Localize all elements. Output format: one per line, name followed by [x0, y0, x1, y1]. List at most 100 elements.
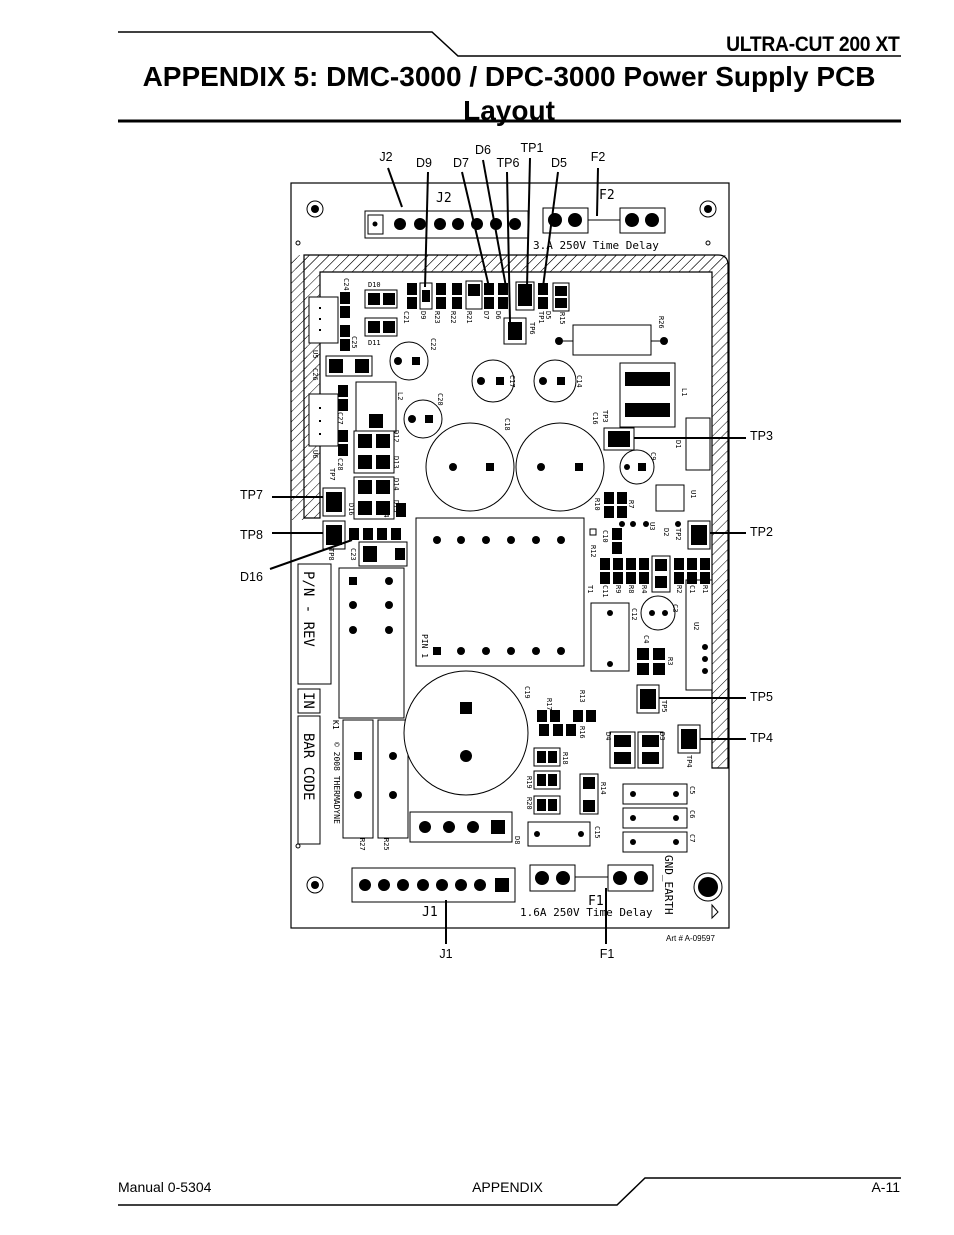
bottom-smd [533, 710, 664, 815]
silk-r21: R21 [465, 311, 473, 324]
k1-relay [338, 567, 405, 719]
label-d7: D7 [453, 156, 469, 170]
footer-manual: Manual 0-5304 [118, 1179, 212, 1195]
silk-r13: R13 [578, 690, 586, 703]
silk-tp2: TP2 [674, 528, 682, 541]
silk-r23: R23 [433, 311, 441, 324]
label-frames [297, 563, 332, 845]
silk-d11: D11 [368, 339, 381, 347]
silk-r25: R25 [382, 838, 390, 851]
top-row-parts [340, 280, 570, 351]
silk-d8: D8 [513, 836, 521, 844]
label-j1: J1 [439, 947, 452, 961]
silk-fuse2-rating: 3.A 250V Time Delay [533, 239, 659, 252]
silk-r17: R17 [545, 698, 553, 711]
silk-bar-code: BAR CODE [300, 733, 316, 800]
label-f2: F2 [591, 150, 606, 164]
silk-d12: D12 [392, 430, 400, 443]
silk-t1: T1 [586, 585, 594, 593]
l1-inductor [619, 362, 676, 428]
silk-r18: R18 [561, 752, 569, 765]
silk-c28: C28 [336, 458, 344, 471]
silk-fuse1-rating: 1.6A 250V Time Delay [520, 906, 653, 919]
silk-c4: C4 [642, 635, 650, 643]
silk-r7: R7 [627, 500, 635, 508]
silk-copyright: © 2008 THERMADYNE [332, 742, 341, 824]
silk-u6: U6 [311, 450, 319, 458]
component-labels: C24 D10 D11 C25 C21 D9 R23 R22 R21 D7 D6… [311, 278, 709, 851]
silk-d7: D7 [482, 311, 490, 319]
silkscreen-text: J2 F2 3.A 250V Time Delay J1 F1 1.6A 250… [300, 188, 675, 920]
mounting-holes [295, 200, 723, 902]
label-d9: D9 [416, 156, 432, 170]
silk-pin1: PIN 1 [420, 634, 429, 658]
page-title: APPENDIX 5: DMC-3000 / DPC-3000 Power Su… [142, 61, 876, 126]
product-name: ULTRA-CUT 200 XT [725, 33, 900, 56]
silk-r14: R14 [599, 782, 607, 795]
d16-c23 [349, 528, 408, 567]
silk-tp3: TP3 [601, 410, 609, 423]
silk-d3: D3 [658, 732, 666, 740]
silk-c3: C3 [671, 604, 679, 612]
silk-r9: R9 [614, 585, 622, 593]
silk-d6: D6 [494, 311, 502, 319]
silk-d2: D2 [662, 528, 670, 536]
silk-l1: L1 [680, 388, 688, 396]
silk-c19: C19 [523, 686, 531, 699]
silk-u3: U3 [648, 522, 656, 530]
c19-capacitor [403, 670, 529, 796]
silk-c21: C21 [402, 311, 410, 324]
silk-c24: C24 [342, 278, 350, 291]
diode-array [353, 430, 406, 520]
center-smd [589, 492, 710, 675]
silk-d4: D4 [604, 732, 612, 740]
silk-r4: R4 [640, 585, 648, 593]
silk-k1: K1 [331, 720, 340, 730]
art-number: Art # A-09597 [666, 934, 715, 943]
silk-r2: R2 [675, 585, 683, 593]
silk-c17: C17 [508, 375, 516, 388]
silk-c5: C5 [688, 786, 696, 794]
silk-r24: R24 [382, 505, 390, 518]
silk-r27: R27 [358, 838, 366, 851]
c26-l2-area [325, 355, 397, 456]
silk-c11: C11 [601, 585, 609, 598]
u5-u6-headers [308, 296, 339, 447]
r26-resistor [555, 324, 668, 356]
label-tp6: TP6 [497, 156, 520, 170]
silk-f1: F1 [588, 894, 604, 909]
silk-d13: D13 [392, 456, 400, 469]
f1-fuse [529, 864, 654, 892]
silk-c6: C6 [688, 810, 696, 818]
silk-c27: C27 [336, 412, 344, 425]
silk-j1: J1 [422, 905, 438, 920]
label-f1: F1 [600, 947, 615, 961]
label-d6: D6 [475, 143, 491, 157]
footer-section: APPENDIX [472, 1179, 543, 1195]
label-tp3: TP3 [750, 429, 773, 443]
silk-c26: C26 [311, 368, 319, 381]
silk-c10: C10 [601, 530, 609, 543]
silk-in: IN [300, 692, 316, 709]
silk-f2: F2 [599, 188, 615, 203]
silk-c18: C18 [503, 418, 511, 431]
silk-c7: C7 [688, 834, 696, 842]
silk-c15: C15 [593, 826, 601, 839]
t1-transformer [415, 517, 585, 667]
silk-r22: R22 [449, 311, 457, 324]
small-capacitors [389, 341, 676, 631]
silk-tp8: TP8 [327, 548, 335, 561]
test-points [322, 427, 711, 754]
label-d16: D16 [240, 570, 263, 584]
silk-c20: C20 [436, 393, 444, 406]
label-j2: J2 [379, 150, 392, 164]
callout-labels: J2 D9 D7 D6 TP6 TP1 D5 F2 TP3 TP7 TP2 TP… [240, 141, 773, 961]
silk-d14: D14 [392, 478, 400, 491]
footer-page-number: A-11 [871, 1179, 900, 1195]
silk-u2: U2 [692, 622, 700, 630]
silk-r3: R3 [666, 657, 674, 665]
c5-c6-c7 [622, 783, 688, 853]
silk-d1: D1 [674, 440, 682, 448]
silk-d10: D10 [368, 281, 381, 289]
